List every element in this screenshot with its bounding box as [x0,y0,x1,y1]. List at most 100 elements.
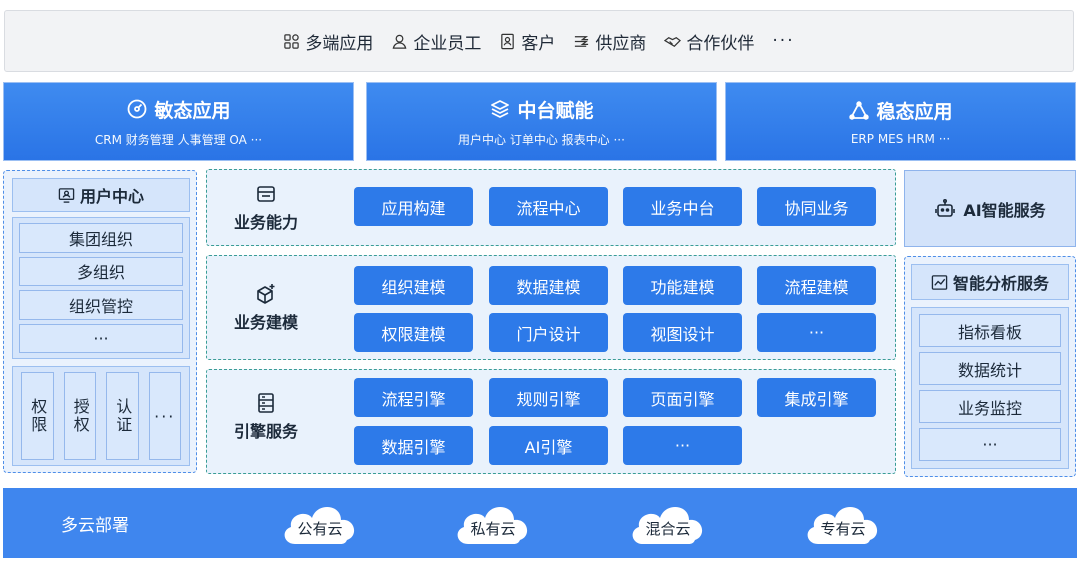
cap-button[interactable]: 视图设计 [623,313,742,352]
cap-button[interactable]: 协同业务 [757,187,876,226]
cap-label-text: 引擎服务 [233,422,298,441]
cap-button[interactable]: ··· [757,313,876,352]
triangle-nodes-icon [849,100,870,120]
analysis-list: 指标看板 数据统计 业务监控 ··· [911,307,1069,469]
cap-button[interactable]: 页面引擎 [623,378,742,417]
user-icon [393,34,407,49]
cloud-icon [807,506,878,544]
cap-row-engine-services: 引擎服务 流程引擎 规则引擎 页面引擎 集成引擎 数据引擎 AI引擎 ··· [206,369,896,474]
cloud-private: 私有云 [450,496,536,548]
server-icon [258,393,274,413]
layers-box-icon [257,186,275,202]
user-center-panel: 用户中心 集团组织 多组织 组织管控 ··· 权限 授权 认证 ··· [3,170,197,473]
cap-button[interactable]: AI引擎 [489,426,608,465]
auth-item: 权限 [21,372,54,460]
analysis-item: ··· [919,428,1061,461]
cap-button[interactable]: 组织建模 [354,266,473,305]
app-subtitle: 用户中心 订单中心 报表中心 ··· [458,132,625,147]
cloud-public: 公有云 [277,496,363,548]
cap-label: 引擎服务 [207,392,325,442]
grid-icon [284,33,300,49]
cap-button[interactable]: 功能建模 [623,266,742,305]
analysis-panel: 智能分析服务 指标看板 数据统计 业务监控 ··· [904,256,1076,477]
stack-icon [491,100,510,118]
cap-button[interactable]: 流程建模 [757,266,876,305]
analysis-title: 智能分析服务 [911,264,1069,300]
cloud-label: 公有云 [297,520,343,538]
end-label: 供应商 [595,33,647,54]
end-label: 客户 [521,33,556,54]
layers-icon [575,35,589,47]
cap-button[interactable]: 数据建模 [489,266,608,305]
app-card-platform: 中台赋能 用户中心 订单中心 报表中心 ··· [366,82,717,161]
cap-row-business-modeling: 业务建模 组织建模 数据建模 功能建模 流程建模 权限建模 门户设计 视图设计 … [206,255,896,360]
uc-item: 组织管控 [19,290,183,320]
ends-bar: 多端应用 企业员工 客户 供应商 合作伙伴 ··· [4,10,1074,72]
cloud-label: 专有云 [820,520,866,538]
ai-service-label: AI智能服务 [963,200,1046,220]
end-partner: 合作伙伴 [664,29,754,54]
end-employee: 企业员工 [391,29,481,54]
cap-label: 业务能力 [207,183,325,233]
cap-row-business-capability: 业务能力 应用构建 流程中心 业务中台 协同业务 [206,169,896,246]
user-center-auth: 权限 授权 认证 ··· [12,366,190,466]
cap-button[interactable]: 流程中心 [489,187,608,226]
analysis-item: 数据统计 [919,352,1061,385]
ai-service-box: AI智能服务 [904,170,1076,247]
uc-item: 多组织 [19,256,183,286]
cap-label-text: 业务能力 [233,213,298,232]
end-multi: 多端应用 [283,29,373,54]
analysis-item: 指标看板 [919,314,1061,347]
cap-button[interactable]: 集成引擎 [757,378,876,417]
cap-button[interactable]: 应用构建 [354,187,473,226]
uc-item: 集团组织 [19,223,183,253]
cloud-icon [457,506,528,544]
end-more: ··· [772,31,794,51]
gauge-icon [128,99,147,119]
cap-button[interactable]: 门户设计 [489,313,608,352]
cap-button[interactable]: ··· [623,426,742,465]
uc-item: ··· [19,323,183,353]
cap-button[interactable]: 规则引擎 [489,378,608,417]
cap-button[interactable]: 业务中台 [623,187,742,226]
cap-button[interactable]: 数据引擎 [354,426,473,465]
end-supplier: 供应商 [573,29,646,54]
app-subtitle: CRM 财务管理 人事管理 OA ··· [94,132,263,147]
user-center-title-text: 用户中心 [79,187,144,206]
auth-item: 授权 [63,372,96,460]
cube-plus-icon [257,284,275,304]
analysis-item: 业务监控 [919,390,1061,423]
analysis-title-text: 智能分析服务 [952,274,1049,293]
auth-item: 认证 [106,372,139,460]
monitor-user-icon [58,187,75,203]
handshake-icon [664,36,682,47]
cap-label-text: 业务建模 [233,313,298,332]
end-customer: 客户 [499,29,555,54]
cloud-icon [632,506,703,544]
cloud-dedicated: 专有云 [800,496,886,548]
app-card-agile: 敏态应用 CRM 财务管理 人事管理 OA ··· [3,82,354,161]
end-label: 合作伙伴 [686,33,755,54]
cloud-label: 混合云 [645,520,691,538]
app-title: 中台赋能 [517,99,594,122]
user-center-list: 集团组织 多组织 组织管控 ··· [12,217,190,359]
chart-icon [931,274,948,290]
cap-label: 业务建模 [207,283,325,333]
cap-button[interactable]: 权限建模 [354,313,473,352]
app-card-stable: 稳态应用 ERP MES HRM ··· [725,82,1076,161]
id-card-icon [501,33,515,49]
end-label: 多端应用 [305,33,374,54]
cloud-bar: 多云部署 公有云 私有云 混合云 专有云 [3,488,1077,558]
auth-item: ··· [148,372,181,460]
cap-button[interactable]: 流程引擎 [354,378,473,417]
cloud-bar-title: 多云部署 [61,516,129,536]
cloud-hybrid: 混合云 [625,496,711,548]
end-label: 企业员工 [413,33,482,54]
app-title: 敏态应用 [154,99,231,122]
cloud-label: 私有云 [470,520,516,538]
app-title: 稳态应用 [876,101,953,123]
user-center-title: 用户中心 [12,178,190,212]
robot-icon [935,198,956,217]
end-label: ··· [772,31,795,51]
cloud-icon [284,506,355,544]
